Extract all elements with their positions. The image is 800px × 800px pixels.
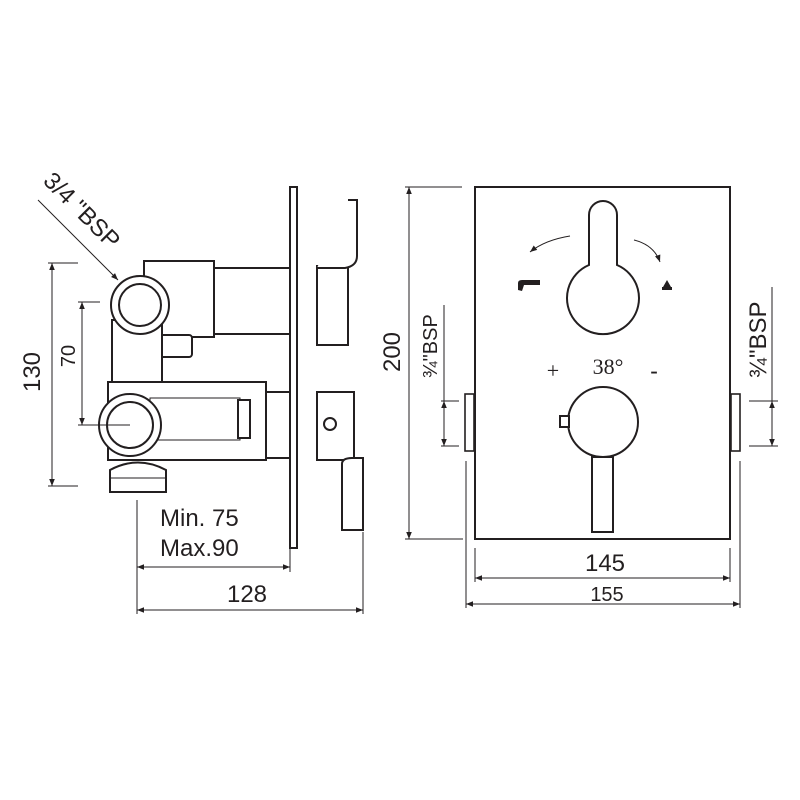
rotate-left-arrow-icon [529, 235, 571, 253]
shower-icon [662, 280, 672, 290]
left-inlet-nub [464, 393, 475, 452]
minus-sign: - [650, 358, 657, 383]
right-inlet-nub [730, 393, 741, 452]
plus-sign: + [547, 358, 559, 383]
cover-plate-side [289, 186, 298, 549]
front-view: + 38° - 200 ¾"BSP ¾"BSP 145 155 [379, 186, 778, 608]
bsp-label-left: ¾"BSP [420, 314, 442, 378]
bottom-plug-nut [109, 461, 167, 493]
lower-valve-stem [264, 391, 291, 459]
upper-valve-stem [212, 267, 291, 335]
lower-handle-lever [341, 457, 364, 531]
bsp-leader [37, 199, 119, 281]
rotate-right-arrow-icon [633, 239, 661, 263]
side-view: 3/4 "BSP 130 70 Min. 75 Max.90 128 [19, 167, 364, 614]
dim-70: 70 [58, 345, 80, 367]
handle-screw [323, 417, 337, 431]
bsp-label-right: ¾"BSP [745, 301, 772, 378]
bsp-label-side: 3/4 "BSP [38, 167, 125, 254]
spout-icon [518, 280, 540, 291]
dim-128: 128 [227, 581, 267, 608]
upper-inlet-inner [118, 283, 162, 327]
upper-small-nut [159, 334, 193, 358]
temperature-label: 38° [593, 354, 624, 379]
cartridge-nut [237, 399, 251, 439]
thermostat-knob [567, 386, 639, 458]
dim-155: 155 [590, 584, 623, 606]
upper-handle-lever [317, 199, 358, 269]
max-depth-label: Max.90 [160, 535, 239, 562]
diverter-handle [566, 200, 640, 336]
thermostat-lever [591, 456, 614, 533]
dim-200: 200 [379, 332, 406, 372]
safety-button [559, 415, 570, 428]
dim-130: 130 [19, 352, 46, 392]
upper-handle-base [316, 265, 349, 346]
min-depth-label: Min. 75 [160, 505, 239, 532]
dim-145: 145 [585, 550, 625, 577]
